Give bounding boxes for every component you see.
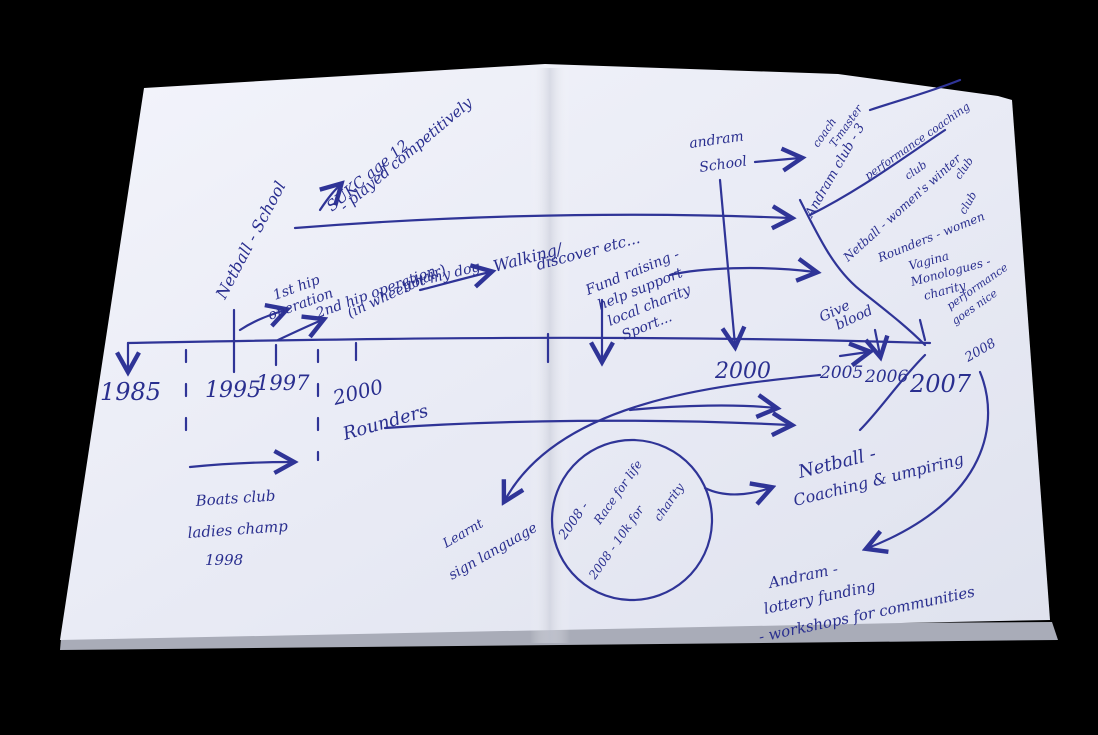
note-boats1: Boats club xyxy=(194,486,276,510)
note-1985: 1985 xyxy=(100,378,161,406)
arrow-vagina xyxy=(918,318,927,342)
race-circle xyxy=(550,438,714,602)
arrow-rounders2 xyxy=(628,406,775,410)
curve-right xyxy=(798,198,927,347)
arrow-boats xyxy=(188,462,292,467)
arrow-fund xyxy=(668,268,815,275)
note-boats3: 1998 xyxy=(205,551,243,569)
note-2000b: 2000 xyxy=(714,359,771,384)
paper-fold xyxy=(530,68,570,643)
note-2005: 2005 xyxy=(819,363,863,383)
arrow-netball-school xyxy=(293,215,790,228)
note-2007: 2007 xyxy=(909,370,972,398)
arrow-race xyxy=(703,488,770,494)
note-1997: 1997 xyxy=(256,371,310,395)
note-andram-school2: School xyxy=(698,153,748,175)
arrow-sukc xyxy=(318,185,340,212)
arrow-2008 xyxy=(868,370,990,548)
arrow-andram-school xyxy=(753,158,800,162)
arrow-sign xyxy=(505,373,822,500)
arrow-hip xyxy=(238,310,285,332)
note-andram-school1: andram xyxy=(688,129,744,152)
line-club2 xyxy=(868,78,962,112)
arrow-blood xyxy=(875,328,880,355)
arrow-2007-netball xyxy=(858,353,927,432)
arrow-2005 xyxy=(838,352,868,356)
arrow-dog xyxy=(418,272,490,292)
arrow-rounders xyxy=(383,421,790,428)
note-1995: 1995 xyxy=(205,378,261,403)
timeline-line xyxy=(126,336,932,345)
note-2006: 2006 xyxy=(864,367,908,387)
arrow-school-down xyxy=(718,178,735,345)
arrow-hip2 xyxy=(276,320,322,342)
line-club xyxy=(808,128,947,217)
